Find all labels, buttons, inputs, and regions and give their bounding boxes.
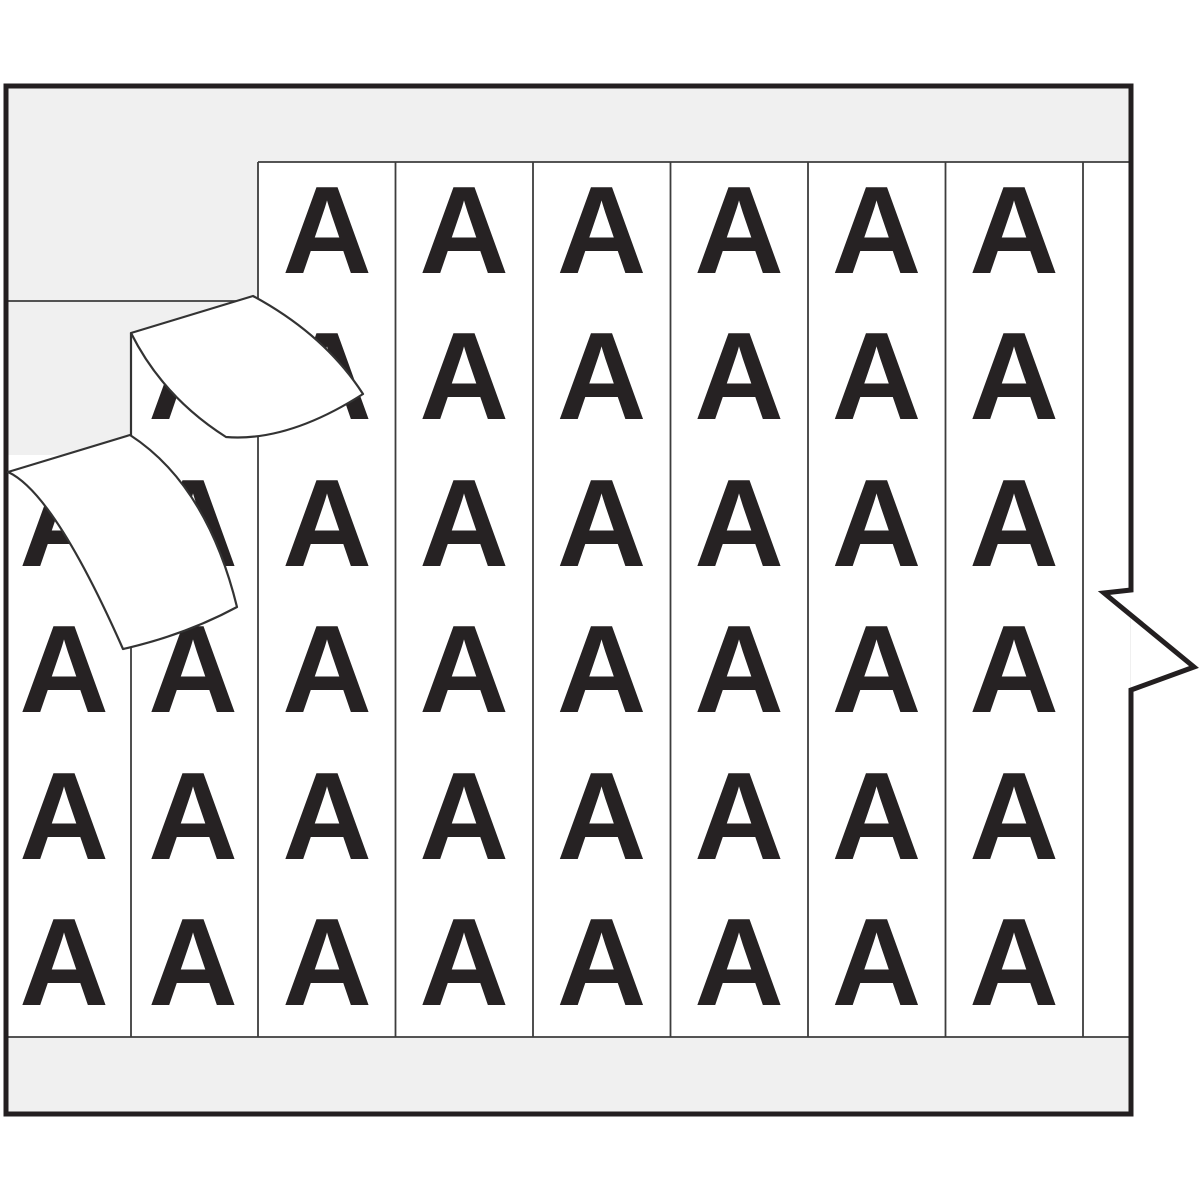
marker-letter: A xyxy=(282,601,372,739)
marker-letter: A xyxy=(557,894,647,1032)
marker-letter: A xyxy=(419,601,509,739)
marker-letter: A xyxy=(148,894,238,1032)
marker-letter: A xyxy=(19,601,109,739)
marker-letter: A xyxy=(19,748,109,886)
marker-letter: A xyxy=(969,455,1059,593)
marker-letter: A xyxy=(832,455,922,593)
marker-letter: A xyxy=(557,455,647,593)
marker-letter: A xyxy=(282,894,372,1032)
marker-letter: A xyxy=(969,308,1059,446)
marker-letter: A xyxy=(832,601,922,739)
marker-letter: A xyxy=(969,894,1059,1032)
card-border xyxy=(3,83,1199,1117)
marker-letter: A xyxy=(832,748,922,886)
marker-letter: A xyxy=(282,455,372,593)
marker-letter: A xyxy=(419,308,509,446)
marker-letter: A xyxy=(282,748,372,886)
label-strips xyxy=(6,162,1130,1037)
marker-letter: A xyxy=(694,601,784,739)
marker-letter: A xyxy=(969,748,1059,886)
marker-letter: A xyxy=(694,748,784,886)
marker-letter: A xyxy=(832,162,922,300)
marker-letter: A xyxy=(832,308,922,446)
marker-letter: A xyxy=(694,162,784,300)
marker-letter: A xyxy=(832,894,922,1032)
marker-letter: A xyxy=(969,601,1059,739)
peeling-label-top xyxy=(129,294,365,439)
marker-letter: A xyxy=(282,162,372,300)
marker-letter: A xyxy=(148,748,238,886)
marker-letter: A xyxy=(694,455,784,593)
marker-letter-grid: A A A A A A A A A A A A A A A A A A A A … xyxy=(19,162,1059,1032)
strip-block-main xyxy=(258,162,1130,1037)
marker-letter: A xyxy=(419,748,509,886)
peeling-label-bottom xyxy=(6,433,239,651)
marker-letter: A xyxy=(419,894,509,1032)
marker-letter: A xyxy=(969,162,1059,300)
marker-letter: A xyxy=(419,455,509,593)
marker-letter: A xyxy=(557,308,647,446)
marker-letter: A xyxy=(557,601,647,739)
arrow-tab-fill xyxy=(1104,593,1194,690)
marker-letter: A xyxy=(694,308,784,446)
marker-letter: A xyxy=(419,162,509,300)
marker-letter: A xyxy=(557,748,647,886)
marker-letter: A xyxy=(694,894,784,1032)
die-cut-lines xyxy=(6,161,1129,1038)
marker-letter: A xyxy=(19,894,109,1032)
marker-letter: A xyxy=(557,162,647,300)
